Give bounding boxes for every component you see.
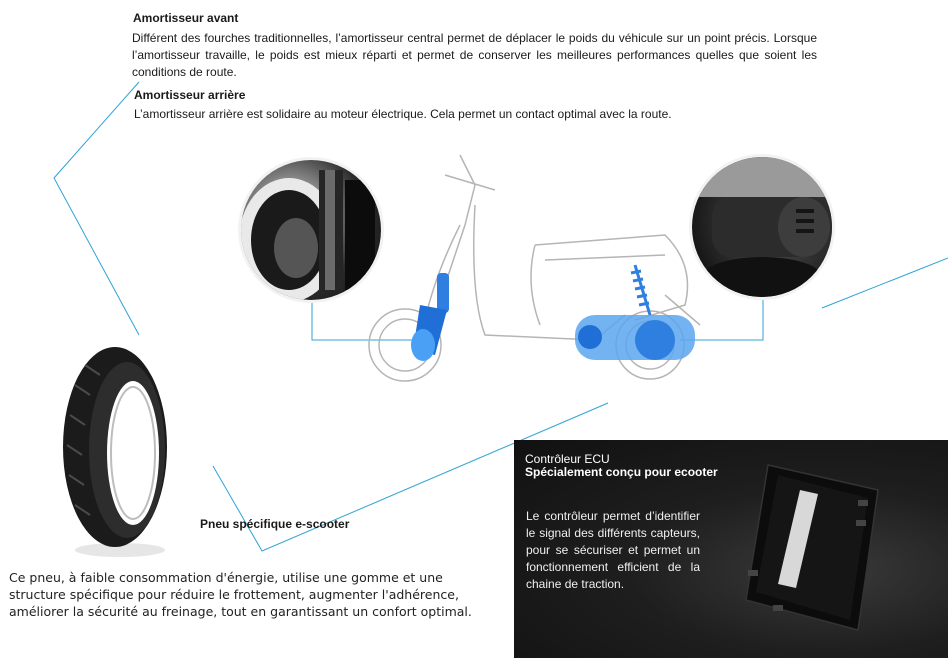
front-shock-title: Amortisseur avant xyxy=(133,11,239,25)
ecu-description: Le contrôleur permet d’identifier le sig… xyxy=(526,509,700,591)
ecu-subtitle: Spécialement conçu pour ecooter xyxy=(525,465,718,479)
motor-highlight xyxy=(575,315,695,360)
tire-image xyxy=(63,347,167,557)
tire-title: Pneu spécifique e-scooter xyxy=(200,517,350,531)
rear-shock-description: L’amortisseur arrière est solidaire au m… xyxy=(134,107,672,121)
ecu-title: Contrôleur ECU xyxy=(525,452,610,466)
rear-circle-connector xyxy=(680,297,764,341)
front-shock-connector xyxy=(53,81,140,336)
ecu-panel xyxy=(514,440,948,658)
rear-motor-detail-image xyxy=(692,157,832,297)
rear-shock-title: Amortisseur arrière xyxy=(134,88,246,102)
scooter-illustration xyxy=(368,154,701,382)
rear-shock-connector xyxy=(821,257,948,309)
front-shock-highlight xyxy=(411,273,449,361)
tire-connector xyxy=(212,402,609,552)
front-shock-detail-image xyxy=(241,160,381,300)
ecu-device-image xyxy=(745,464,879,631)
tire-description: Ce pneu, à faible consommation d'énergie… xyxy=(9,570,472,619)
front-circle-connector xyxy=(311,300,420,341)
rear-shock-highlight xyxy=(630,264,652,316)
front-shock-description: Différent des fourches traditionnelles, … xyxy=(132,31,817,79)
